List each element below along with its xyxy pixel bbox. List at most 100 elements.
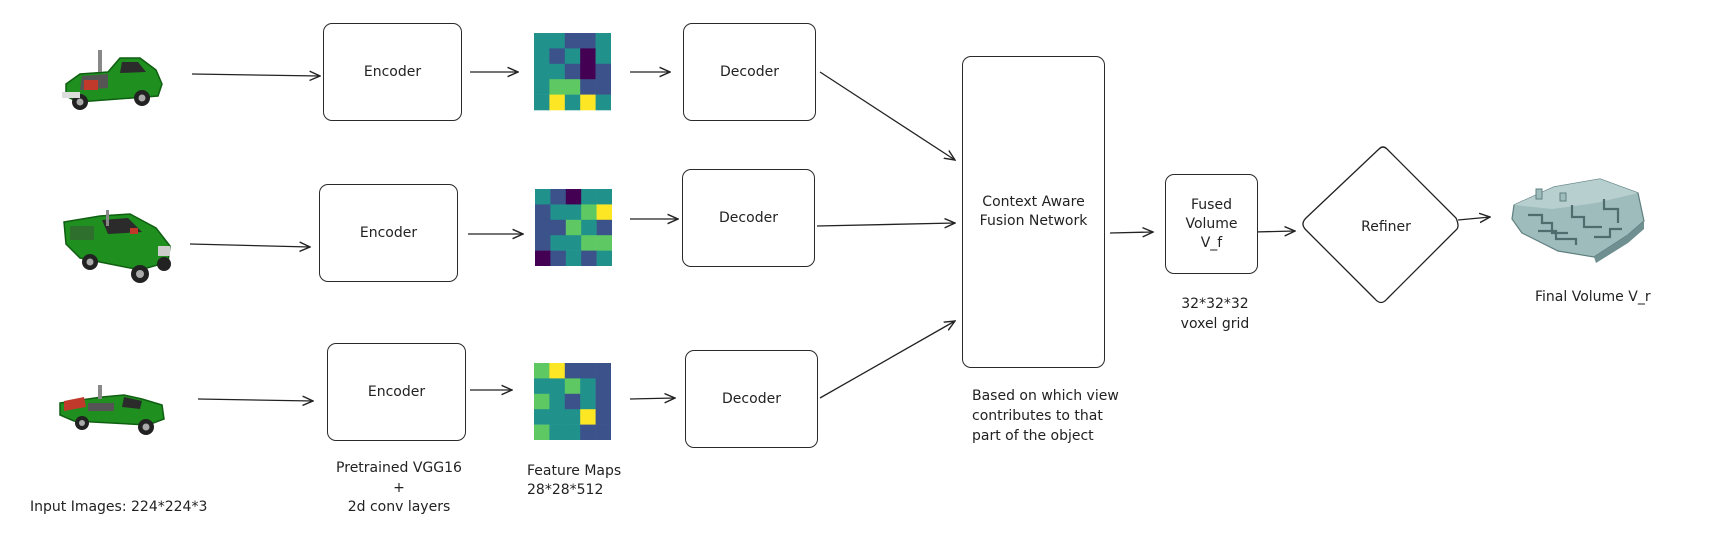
heatmap-cell (550, 204, 567, 221)
heatmap-cell (534, 424, 550, 440)
arrow-refiner-output (1457, 217, 1490, 220)
heatmap-cell (564, 424, 581, 440)
heatmap-cell (581, 204, 597, 221)
heatmap-cell (564, 48, 581, 65)
heatmap-cell (564, 393, 581, 410)
heatmap-cell (565, 235, 582, 251)
input-images-label: Input Images: 224*224*3 (30, 499, 208, 515)
heatmap-cell (549, 33, 566, 49)
heatmap-cell (580, 79, 596, 95)
heatmap-cell (564, 94, 581, 111)
heatmap-cell (564, 378, 581, 395)
heatmap-cell (580, 63, 596, 80)
heatmap-cell (580, 363, 596, 379)
feature-maps-label-line1: Feature Maps (527, 463, 622, 479)
heatmap-cell (550, 219, 567, 236)
heatmap-cell (535, 189, 551, 205)
arrow-decoder1-fusion (819, 71, 955, 160)
arrow-image2-encoder (189, 244, 310, 247)
heatmap-cell (580, 424, 596, 440)
voxel-output-icon (1511, 178, 1645, 263)
decoder-box-3: Decoder (685, 350, 818, 448)
final-volume-label: Final Volume V_r (1535, 289, 1651, 305)
heatmap-cell (535, 204, 551, 221)
heatmap-cell (581, 189, 597, 205)
heatmap-cell (595, 409, 611, 425)
heatmap-cell (581, 219, 597, 236)
decoder-label: Decoder (720, 63, 779, 80)
heatmap-cell (564, 79, 581, 95)
heatmap-cell (549, 48, 566, 65)
arrow-fused-refiner (1253, 231, 1295, 232)
heatmap-cell (565, 204, 582, 221)
decoder-label: Decoder (719, 209, 778, 226)
heatmap-cell (550, 250, 567, 266)
decoder-box-2: Decoder (682, 169, 815, 267)
heatmap-cell (581, 250, 597, 266)
heatmap-cell (535, 250, 551, 266)
heatmap-cell (580, 48, 596, 65)
heatmap-cell (580, 409, 596, 425)
heatmap-cell (564, 33, 581, 49)
heatmap-cell (549, 409, 566, 425)
arrow-image3-encoder (197, 399, 313, 401)
encoder-box-1: Encoder (323, 23, 462, 121)
arrow-decoder3-fusion (819, 321, 955, 399)
heatmap-cell (534, 409, 550, 425)
heatmap-cell (549, 378, 566, 395)
heatmap-cell (549, 393, 566, 410)
heatmap-cell (534, 63, 550, 80)
fused-label-line2: Volume (1185, 215, 1238, 232)
voxel-grid-label-line2: voxel grid (1180, 316, 1250, 332)
heatmap-cell (595, 393, 611, 410)
heatmap-cell (534, 48, 550, 65)
fusion-label-line2: Fusion Network (979, 213, 1088, 229)
heatmap-cell (595, 424, 611, 440)
feature-map-2 (535, 189, 612, 266)
refiner-diamond (1302, 146, 1459, 304)
heatmap-cell (565, 189, 582, 205)
heatmap-cell (596, 235, 612, 251)
truck-image-1-icon (62, 50, 163, 110)
heatmap-cell (565, 250, 582, 266)
heatmap-cell (534, 378, 550, 395)
heatmap-cell (534, 393, 550, 410)
fused-label-line1: Fused (1191, 196, 1232, 213)
feature-maps-label-line2: 28*28*512 (527, 482, 604, 498)
heatmap-cell (581, 235, 597, 251)
fused-volume-box: Fused Volume V_f (1165, 174, 1258, 274)
truck-image-2-icon (63, 210, 171, 283)
arrow-image1-encoder (191, 74, 320, 76)
refiner-label: Refiner (1361, 219, 1411, 235)
decoder-box-1: Decoder (683, 23, 816, 121)
heatmap-cell (595, 79, 611, 95)
arrow-fmap3-decoder (629, 398, 675, 399)
heatmap-cell (596, 250, 612, 266)
fusion-network-box: Context Aware Fusion Network (962, 56, 1105, 368)
truck-image-3-icon (59, 385, 165, 435)
heatmap-cell (550, 189, 567, 205)
vgg-label-line2: + (393, 480, 405, 496)
heatmap-cell (534, 79, 550, 95)
heatmap-cell (595, 63, 611, 80)
heatmap-cell (534, 363, 550, 379)
heatmap-cell (549, 79, 566, 95)
heatmap-cell (595, 48, 611, 65)
heatmap-cell (596, 204, 612, 221)
heatmap-cell (596, 189, 612, 205)
heatmap-cell (580, 393, 596, 410)
heatmap-cell (565, 219, 582, 236)
encoder-box-3: Encoder (327, 343, 466, 441)
heatmap-cell (595, 363, 611, 379)
decoder-label: Decoder (722, 390, 781, 407)
heatmap-cell (549, 424, 566, 440)
encoder-label: Encoder (367, 383, 426, 400)
voxel-grid-label-line1: 32*32*32 (1181, 296, 1249, 312)
fusion-note-line1: Based on which view (972, 388, 1119, 404)
feature-map-3 (534, 363, 611, 440)
heatmap-cell (564, 409, 581, 425)
arrow-decoder2-fusion (816, 223, 955, 226)
vgg-label-line3: 2d conv layers (347, 499, 451, 515)
